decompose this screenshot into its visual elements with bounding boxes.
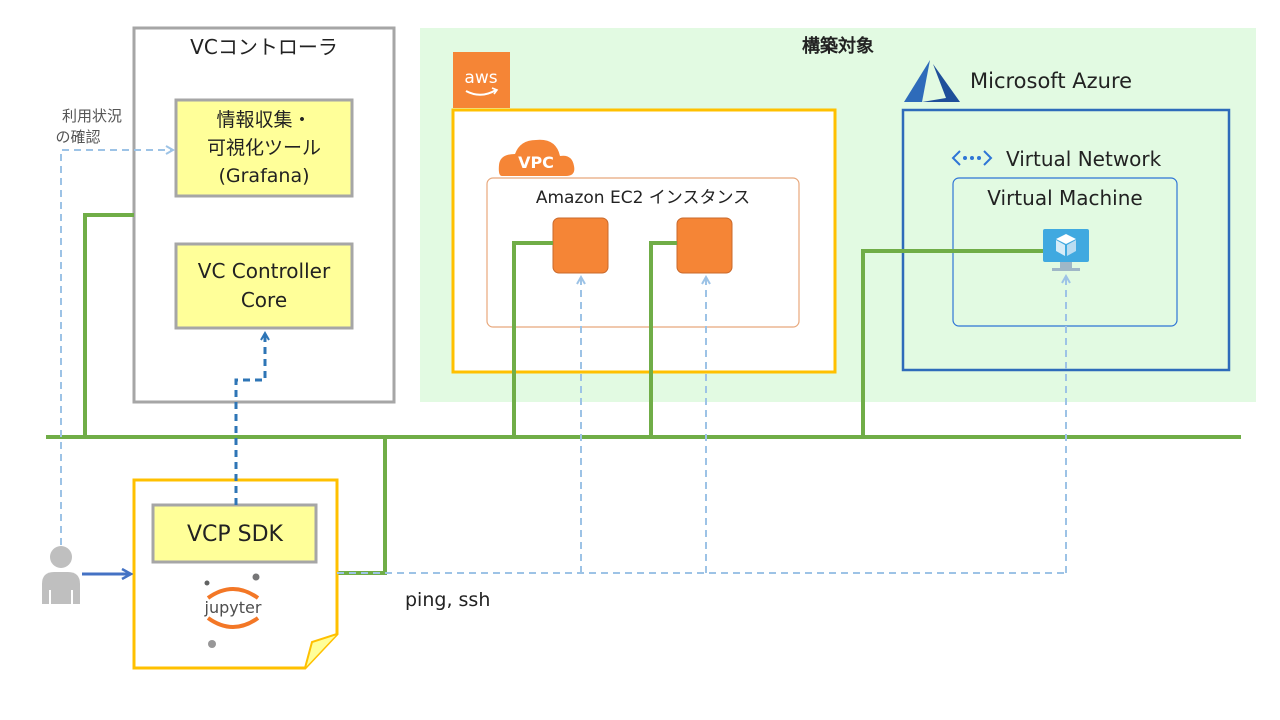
monitoring-tool-label-2: 可視化ツール <box>207 137 321 159</box>
vc-controller-core-label-2: Core <box>241 288 287 312</box>
usage-check-label-2: の確認 <box>55 128 100 146</box>
virtual-network-label: Virtual Network <box>1006 147 1162 171</box>
monitoring-tool-label-3: (Grafana) <box>218 165 309 187</box>
ec2-instance-1-icon <box>552 217 609 274</box>
vcp-sdk-label: VCP SDK <box>187 522 284 547</box>
vc-controller-core-box <box>174 242 354 330</box>
svg-text:jupyter: jupyter <box>204 598 262 617</box>
ping-ssh-label: ping, ssh <box>405 589 490 611</box>
vpc-cloud-icon: VPC <box>498 139 575 176</box>
vc-controller-title: VCコントローラ <box>190 35 338 59</box>
ec2-instances-group <box>486 177 800 328</box>
aws-logo-icon: aws <box>453 52 510 108</box>
monitoring-tool-box <box>174 98 354 198</box>
sdk-to-core-arrow <box>234 334 265 505</box>
vc-controller-box <box>132 26 396 404</box>
usage-check-arrow <box>60 150 172 545</box>
target-area-title: 構築対象 <box>802 35 874 57</box>
svg-text:aws: aws <box>464 68 497 88</box>
vcp-sdk-box <box>151 503 318 564</box>
usage-check-label-1: 利用状況 <box>62 107 122 125</box>
azure-title: Microsoft Azure <box>970 69 1132 93</box>
virtual-machine-monitor-icon <box>1043 229 1089 271</box>
virtual-machine-label: Virtual Machine <box>987 186 1142 210</box>
ping-ssh-lines <box>337 277 1066 574</box>
azure-logo-icon <box>904 60 960 102</box>
ec2-instance-2-icon <box>676 217 733 274</box>
ec2-instances-label: Amazon EC2 インスタンス <box>536 188 750 208</box>
vc-controller-core-label-1: VC Controller <box>198 259 331 283</box>
svg-text:VPC: VPC <box>518 153 554 172</box>
user-icon <box>42 546 80 604</box>
jupyter-logo-icon: jupyter <box>204 573 262 648</box>
monitoring-tool-label-1: 情報収集・ <box>216 109 311 131</box>
virtual-network-icon <box>951 150 993 166</box>
